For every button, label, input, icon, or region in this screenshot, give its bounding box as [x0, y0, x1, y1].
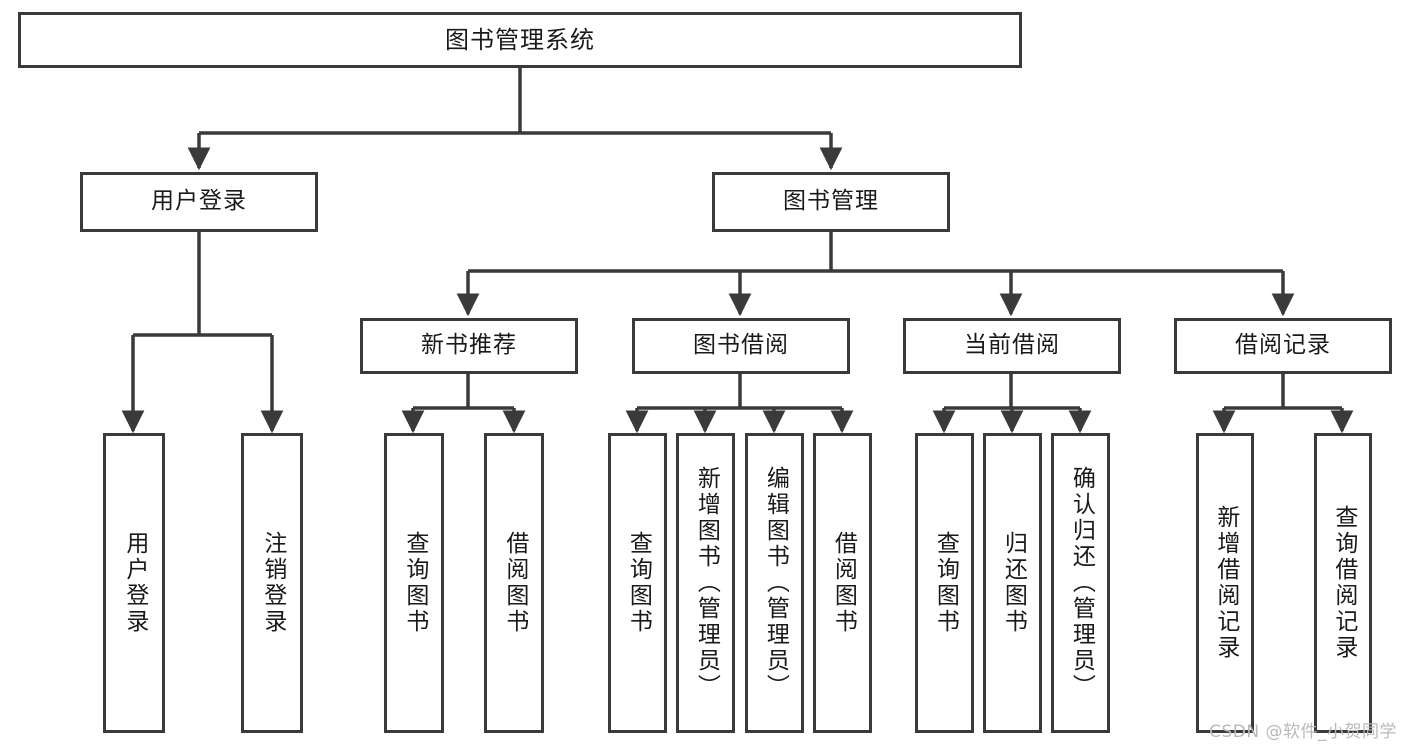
node-current-borrow[interactable]: 当前借阅 [903, 318, 1121, 374]
node-book-manage[interactable]: 图书管理 [712, 172, 950, 232]
node-leaf-confirm-return[interactable]: 确认归还（管理员） [1051, 433, 1110, 733]
node-leaf-edit-book-label: 编辑图书（管理员） [762, 466, 789, 700]
node-leaf-query-book-1[interactable]: 查询图书 [384, 433, 444, 733]
node-leaf-add-record-label: 新增借阅记录 [1212, 505, 1239, 661]
node-book-manage-label: 图书管理 [783, 188, 879, 215]
node-leaf-user-login[interactable]: 用户登录 [103, 433, 165, 733]
node-leaf-query-book-1-label: 查询图书 [401, 531, 428, 635]
node-leaf-user-login-label: 用户登录 [121, 531, 148, 635]
node-book-borrow-label: 图书借阅 [693, 332, 789, 359]
node-leaf-confirm-return-label: 确认归还（管理员） [1068, 466, 1095, 700]
node-leaf-return-book-label: 归还图书 [1000, 531, 1027, 635]
node-new-book-recommend[interactable]: 新书推荐 [360, 318, 578, 374]
node-root-label: 图书管理系统 [445, 25, 595, 54]
node-root-system[interactable]: 图书管理系统 [18, 12, 1022, 68]
node-leaf-query-book-3[interactable]: 查询图书 [915, 433, 974, 733]
node-new-book-recommend-label: 新书推荐 [421, 332, 517, 359]
node-leaf-query-book-3-label: 查询图书 [932, 531, 959, 635]
node-leaf-logout[interactable]: 注销登录 [241, 433, 303, 733]
node-leaf-borrow-book-1[interactable]: 借阅图书 [484, 433, 544, 733]
node-leaf-add-book-label: 新增图书（管理员） [693, 466, 720, 700]
node-borrow-record[interactable]: 借阅记录 [1174, 318, 1392, 374]
csdn-watermark: CSDN @软件_小贺同学 [1209, 722, 1397, 742]
node-borrow-record-label: 借阅记录 [1235, 332, 1331, 359]
node-leaf-query-record[interactable]: 查询借阅记录 [1314, 433, 1372, 733]
node-leaf-query-record-label: 查询借阅记录 [1330, 505, 1357, 661]
node-leaf-borrow-book-1-label: 借阅图书 [501, 531, 528, 635]
node-leaf-query-book-2[interactable]: 查询图书 [608, 433, 667, 733]
node-leaf-edit-book[interactable]: 编辑图书（管理员） [745, 433, 804, 733]
node-leaf-return-book[interactable]: 归还图书 [983, 433, 1042, 733]
node-user-login[interactable]: 用户登录 [80, 172, 318, 232]
node-user-login-label: 用户登录 [151, 188, 247, 215]
node-leaf-borrow-book-2-label: 借阅图书 [830, 531, 857, 635]
node-leaf-add-book[interactable]: 新增图书（管理员） [676, 433, 735, 733]
node-leaf-borrow-book-2[interactable]: 借阅图书 [813, 433, 872, 733]
node-leaf-query-book-2-label: 查询图书 [625, 531, 652, 635]
node-book-borrow[interactable]: 图书借阅 [632, 318, 850, 374]
node-current-borrow-label: 当前借阅 [964, 332, 1060, 359]
node-leaf-add-record[interactable]: 新增借阅记录 [1196, 433, 1254, 733]
node-leaf-logout-label: 注销登录 [259, 531, 286, 635]
